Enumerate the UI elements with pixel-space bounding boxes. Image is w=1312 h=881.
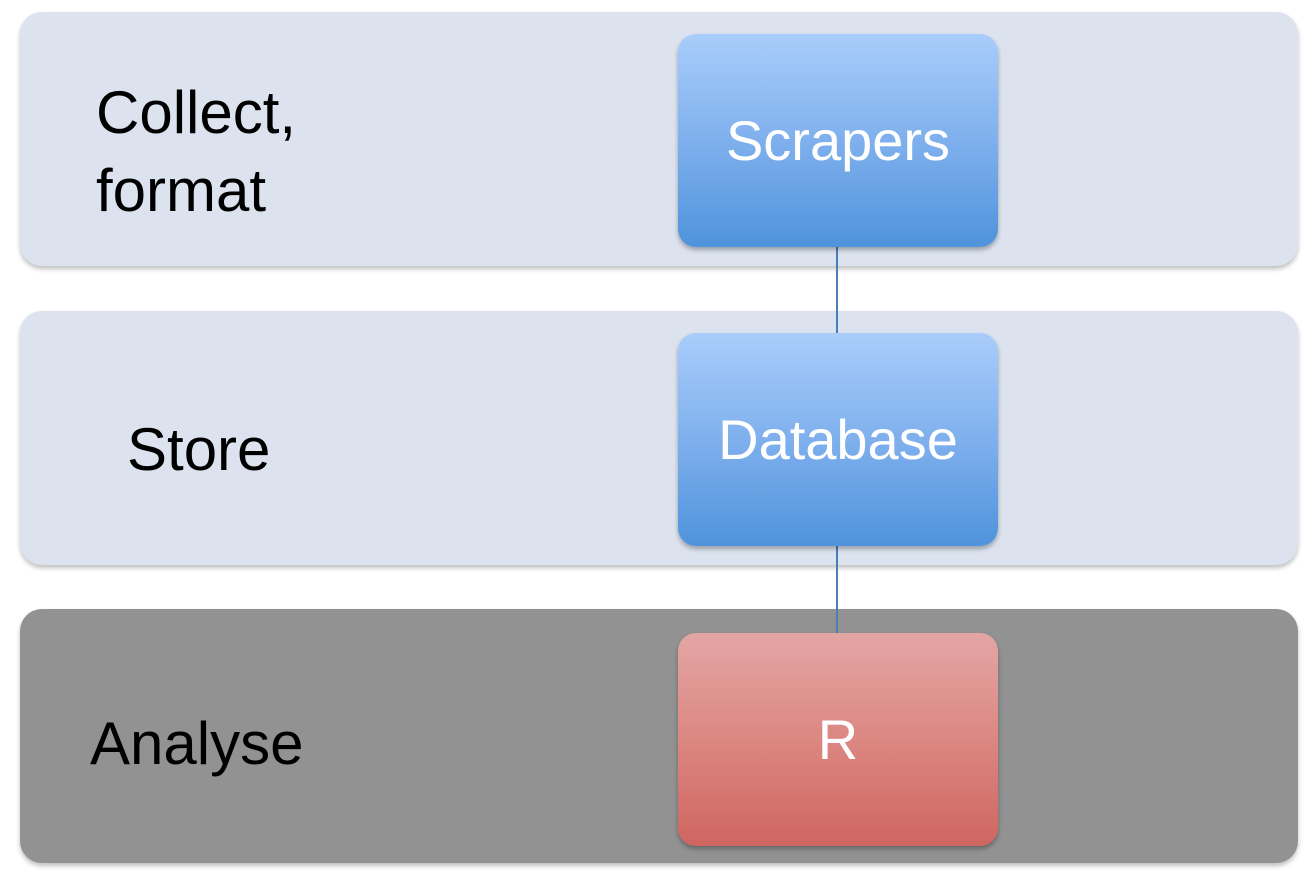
analyse-label: Analyse [90, 710, 304, 777]
scrapers-node: Scrapers [678, 34, 998, 247]
r-node: R [678, 633, 998, 846]
database-node-label: Database [718, 408, 958, 471]
r-node-label: R [817, 708, 859, 771]
connector-scrapers-database [836, 240, 838, 338]
connector-database-r [836, 540, 838, 636]
collect-label-line2: format [96, 157, 267, 224]
collect-label-line1: Collect, [96, 79, 297, 146]
collect-format-band: Collect, format [20, 12, 1298, 266]
database-node: Database [678, 333, 998, 546]
collect-format-label: Collect, format [96, 74, 426, 230]
store-label: Store [127, 416, 271, 483]
scrapers-node-label: Scrapers [725, 109, 951, 172]
analyse-band: Analyse [20, 609, 1298, 863]
store-band: Store [20, 311, 1298, 565]
